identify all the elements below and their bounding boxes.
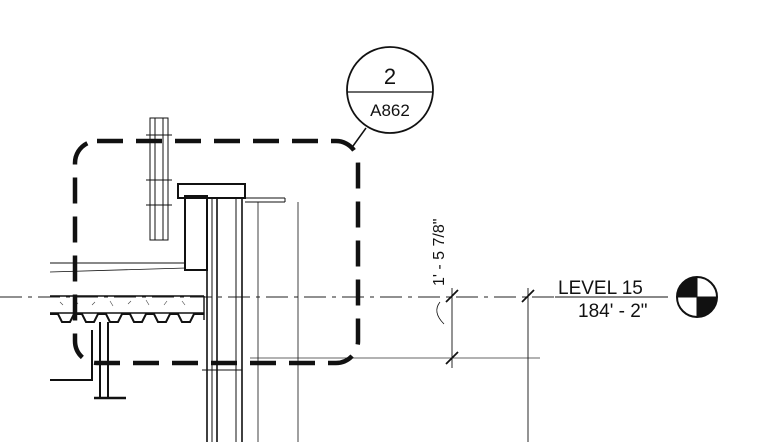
sheet-number: A862 bbox=[370, 101, 410, 120]
detail-callout-boundary[interactable] bbox=[72, 138, 361, 366]
level-name: LEVEL 15 bbox=[558, 278, 643, 299]
steel-beam bbox=[50, 322, 126, 400]
detail-number: 2 bbox=[384, 64, 396, 89]
vertical-post bbox=[146, 117, 172, 241]
parapet-cap bbox=[177, 183, 286, 271]
callout-leader bbox=[352, 127, 367, 147]
dimension-line bbox=[436, 288, 535, 442]
level-target-icon[interactable] bbox=[676, 276, 718, 318]
detail-callout-bubble[interactable]: 2 A862 bbox=[346, 46, 434, 134]
dimension-text: 1' - 5 7/8" bbox=[431, 219, 448, 286]
level-elevation: 184' - 2" bbox=[578, 301, 648, 322]
wall-mullions bbox=[202, 198, 299, 442]
